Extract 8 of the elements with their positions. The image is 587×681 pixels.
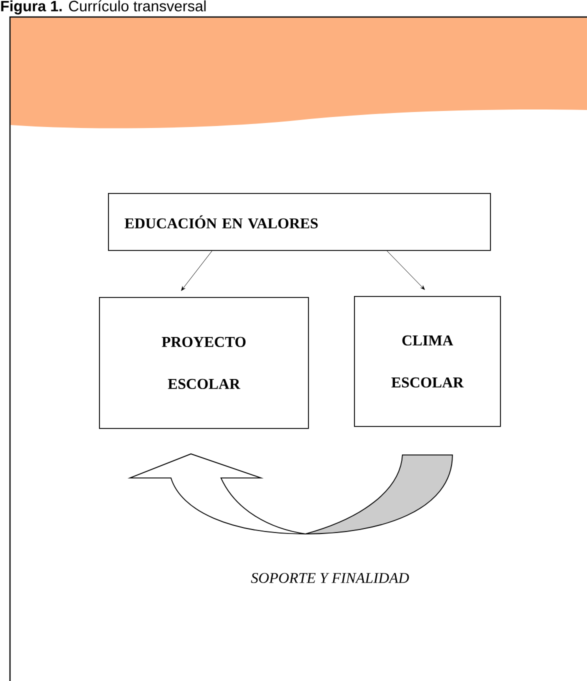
- concept-box: PROYECTO ESCOLAR: [99, 297, 309, 429]
- arrow: [386, 250, 425, 290]
- concept-box: EDUCACIÓN EN VALORES: [108, 193, 491, 251]
- concept-box: CLIMA ESCOLAR: [354, 296, 501, 427]
- figure-title: Figura 1. Currículo transversal: [1, 0, 206, 14]
- curved-block-arrow: [130, 453, 453, 534]
- caption-text: SOPORTE Y FINALIDAD: [251, 572, 409, 584]
- arrow: [181, 250, 212, 291]
